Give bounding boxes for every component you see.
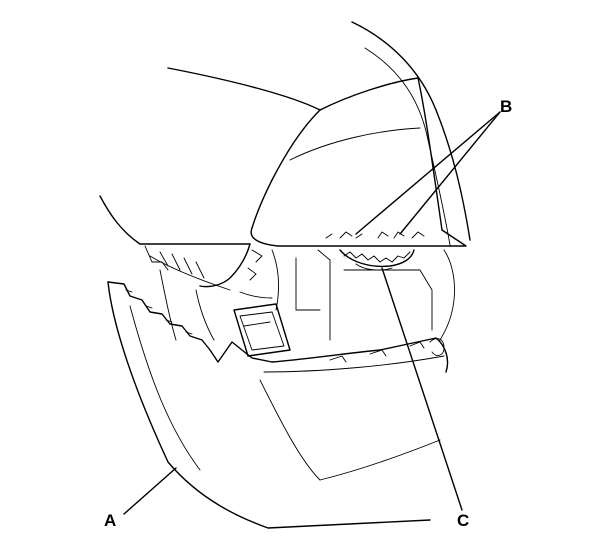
callout-label-c: C (457, 511, 470, 530)
tail-light-housing (250, 227, 467, 247)
leader-a (123, 467, 177, 515)
body-cavity (99, 195, 433, 341)
callout-label-b: B (500, 97, 513, 116)
leader-b-2 (399, 111, 501, 235)
leader-b-1 (355, 111, 501, 235)
bracket-opening (233, 303, 291, 357)
rear-fender (351, 21, 471, 341)
fastener-screw (339, 249, 415, 271)
leader-c (381, 267, 463, 511)
bumper-cover (107, 281, 449, 529)
leader-lines (123, 111, 501, 515)
trunk-lid (167, 67, 443, 231)
callout-label-a: A (104, 511, 117, 530)
